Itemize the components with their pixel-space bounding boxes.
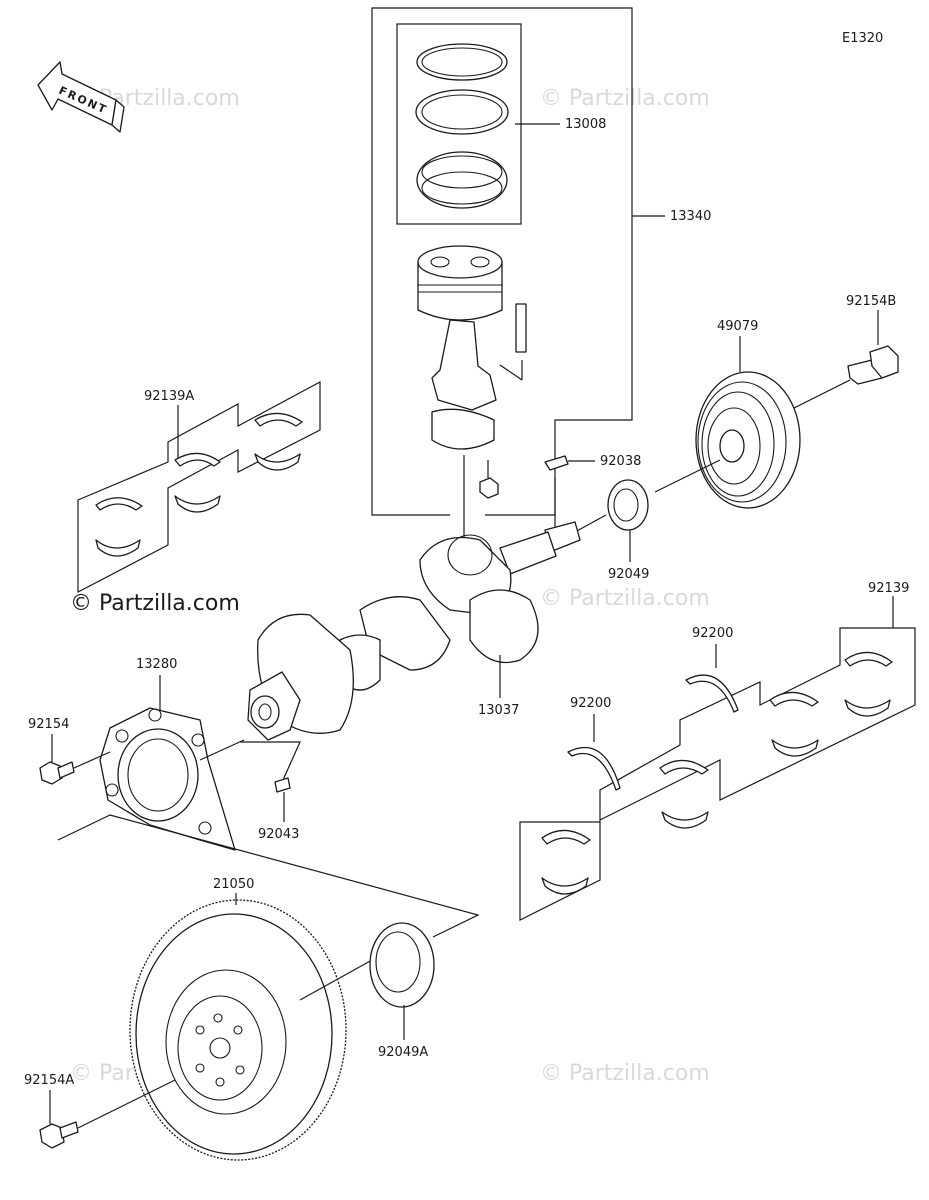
bolt-92154: 92154	[28, 717, 111, 785]
label-92200-lower: 92200	[570, 696, 611, 711]
label-13037: 13037	[478, 703, 519, 718]
watermark-3: © Partzilla.com	[540, 586, 710, 611]
label-49079: 49079	[717, 319, 758, 334]
watermark-main: © Partzilla.com	[70, 591, 240, 616]
label-92049a: 92049A	[378, 1045, 428, 1060]
label-13280: 13280	[136, 657, 177, 672]
label-92154: 92154	[28, 717, 69, 732]
bolt-92154b: 92154B	[789, 294, 899, 411]
label-13008: 13008	[565, 117, 606, 132]
flywheel-21050: 21050	[129, 877, 373, 1161]
label-92139: 92139	[868, 581, 909, 596]
label-92043: 92043	[258, 827, 299, 842]
watermark-2: © Partzilla.com	[540, 86, 710, 111]
bearings-92139a: 92139A	[77, 380, 321, 593]
pin-92043: 92043	[240, 741, 301, 842]
bearings-92139: 92139	[519, 581, 916, 921]
seal-housing-13280: 13280	[57, 657, 480, 938]
crankshaft-13037: 13037	[247, 521, 581, 741]
key-92038: 92038	[544, 454, 641, 530]
piston-connecting-rod	[417, 245, 527, 540]
piston-rings: 13008	[396, 23, 606, 225]
thrust-washer-lower: 92200	[567, 696, 621, 791]
oil-seal-92049: 92049	[574, 479, 649, 582]
label-92200-upper: 92200	[692, 626, 733, 641]
watermark-5: © Partzilla.com	[540, 1061, 710, 1086]
label-92139a: 92139A	[144, 389, 194, 404]
label-92154b: 92154B	[846, 294, 896, 309]
diagram-code: E1320	[842, 31, 883, 46]
oil-seal-92049a: 92049A	[369, 922, 435, 1060]
label-92154a: 92154A	[24, 1073, 74, 1088]
label-92038: 92038	[600, 454, 641, 469]
pulley-49079: 49079	[654, 319, 801, 509]
bolt-92154a: 92154A	[24, 1073, 176, 1149]
label-21050: 21050	[213, 877, 254, 892]
front-arrow-icon: FRONT	[37, 61, 125, 133]
thrust-washer-upper: 92200	[685, 626, 739, 713]
label-13340: 13340	[670, 209, 711, 224]
label-92049: 92049	[608, 567, 649, 582]
